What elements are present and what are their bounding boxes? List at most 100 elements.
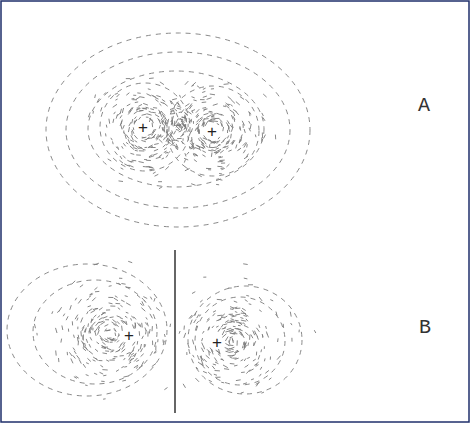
stipple-dash	[80, 285, 83, 287]
stipple-dash	[215, 118, 219, 119]
stipple-dash	[195, 148, 200, 150]
stipple-dash	[94, 263, 99, 265]
stipple-dash	[90, 293, 92, 295]
stipple-dash	[232, 333, 237, 334]
stipple-dash	[215, 370, 220, 371]
stipple-dash	[78, 335, 80, 339]
stipple-dash	[148, 88, 151, 90]
stipple-dash	[83, 348, 86, 351]
stipple-dash	[122, 380, 126, 382]
stipple-dash	[192, 142, 194, 146]
stipple-dash	[67, 352, 68, 355]
stipple-dash	[132, 144, 135, 146]
stipple-dash	[126, 287, 131, 289]
stipple-dash	[260, 349, 262, 352]
stipple-dash	[249, 112, 250, 116]
stipple-dash	[258, 355, 260, 359]
stipple-dash	[226, 148, 228, 150]
panel-letter: A	[418, 96, 430, 116]
stipple-dash	[264, 135, 266, 139]
stipple-dash	[196, 145, 201, 148]
stipple-dash	[231, 105, 233, 107]
stipple-dash	[172, 118, 173, 123]
stipple-dash	[190, 140, 192, 142]
stipple-dash	[191, 184, 195, 186]
stipple-dash	[224, 83, 229, 85]
stipple-dash	[225, 348, 230, 350]
stipple-dash	[150, 297, 152, 300]
stipple-dash	[119, 344, 122, 348]
stipple-dash	[140, 303, 142, 306]
stipple-dash	[135, 141, 138, 143]
stipple-dash	[146, 160, 151, 161]
stipple-dash	[110, 316, 114, 318]
separation-line	[174, 250, 176, 413]
stipple-dash	[140, 96, 145, 98]
stipple-dash	[93, 360, 96, 361]
stipple-dash	[236, 102, 240, 105]
stipple-dash	[216, 178, 219, 180]
stipple-dash	[88, 113, 90, 118]
nucleus-mark: +	[212, 334, 222, 351]
stipple-dash	[102, 342, 105, 345]
stipple-dash	[130, 350, 134, 354]
stipple-dash	[198, 124, 200, 129]
stipple-dash	[210, 94, 215, 96]
stipple-dash	[194, 160, 197, 162]
stipple-dash	[123, 125, 125, 129]
stipple-dash	[197, 146, 199, 147]
stipple-dash	[95, 308, 98, 310]
stipple-dash	[277, 356, 280, 360]
stipple-dash	[165, 166, 169, 169]
stipple-dash	[172, 139, 173, 144]
stipple-dash	[235, 320, 239, 322]
stipple-dash	[166, 144, 169, 146]
stipple-dash	[77, 355, 80, 359]
stipple-dash	[133, 148, 137, 150]
stipple-dash	[176, 113, 178, 117]
stipple-dash	[177, 106, 181, 108]
stipple-dash	[195, 326, 196, 331]
stipple-dash	[141, 308, 145, 312]
stipple-dash	[121, 283, 125, 285]
stipple-dash	[203, 331, 205, 334]
stipple-dash	[83, 364, 86, 368]
stipple-dash	[129, 362, 131, 363]
stipple-dash	[221, 123, 223, 127]
stipple-dash	[118, 308, 120, 310]
stipple-dash	[144, 300, 146, 302]
stipple-dash	[72, 281, 76, 285]
stipple-dash	[240, 127, 242, 130]
stipple-dash	[218, 329, 219, 331]
stipple-dash	[239, 140, 241, 144]
stipple-dash	[210, 120, 213, 121]
stipple-dash	[170, 108, 175, 110]
stipple-dash	[101, 381, 104, 382]
stipple-dash	[154, 129, 156, 132]
stipple-dash	[193, 355, 195, 357]
stipple-dash	[182, 123, 186, 127]
stipple-dash	[172, 131, 173, 134]
stipple-dash	[184, 127, 185, 130]
stipple-dash	[79, 359, 81, 363]
stipple-dash	[213, 311, 216, 313]
stipple-dash	[109, 360, 114, 361]
stipple-dash	[147, 331, 148, 336]
stipple-dash	[87, 311, 89, 314]
stipple-dash	[216, 326, 219, 327]
stipple-dash	[171, 120, 173, 122]
stipple-dash	[244, 343, 246, 348]
stipple-dash	[235, 312, 237, 313]
stipple-dash	[247, 365, 249, 367]
stipple-dash	[229, 330, 234, 332]
stipple-dash	[209, 111, 212, 113]
stipple-dash	[241, 310, 245, 313]
stipple-dash	[161, 136, 163, 138]
stipple-dash	[80, 331, 82, 336]
stipple-dash	[152, 326, 153, 331]
stipple-dash	[256, 383, 259, 387]
stipple-dash	[141, 354, 144, 357]
stipple-dash	[181, 117, 186, 119]
stipple-dash	[232, 140, 235, 144]
stipple-dash	[203, 371, 207, 373]
